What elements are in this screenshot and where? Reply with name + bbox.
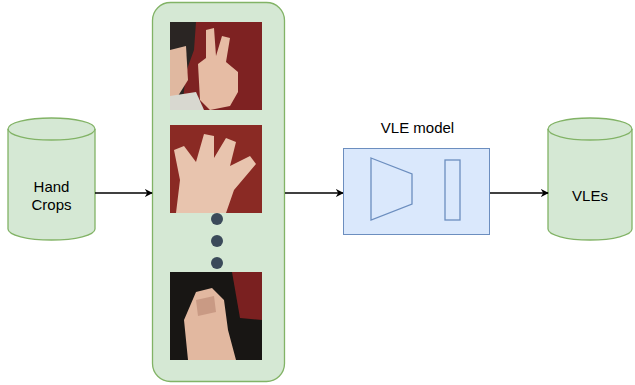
model-heading: VLE model [324,119,511,137]
flow-arrow [285,192,343,193]
hand-image [170,22,262,110]
cylinder-store: Hand Crops [8,129,95,240]
flow-arrow [95,192,152,193]
store-label: VLEs [555,187,625,205]
cylinder-shape [548,118,632,240]
image-panel-node [152,2,285,382]
flow-arrow [490,192,548,193]
cylinder-shape [8,118,95,240]
hand-image [170,272,262,360]
hand-image [170,125,262,213]
model-box: VLE model [343,148,490,235]
ellipsis-dots [211,213,223,269]
encoder-icon [343,148,490,235]
image-panel [153,3,285,382]
store-label: Hand Crops [21,178,83,214]
cylinder-store: VLEs [548,129,632,240]
